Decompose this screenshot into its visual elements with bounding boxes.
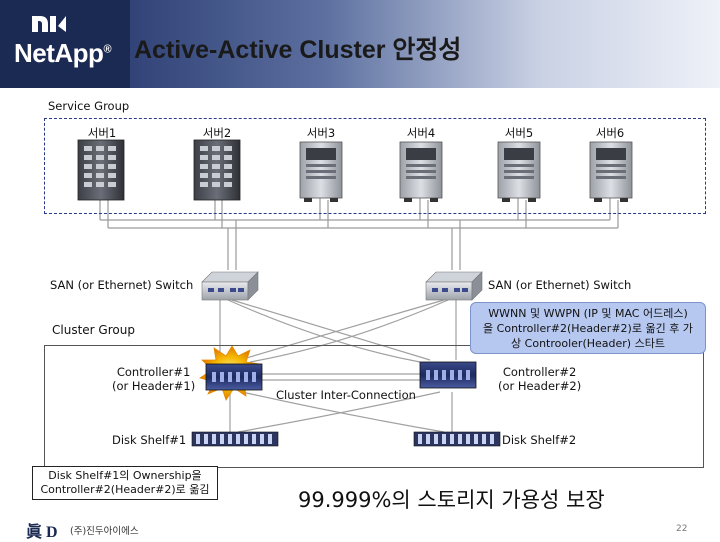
service-group-box	[44, 118, 706, 214]
page-number: 22	[676, 524, 688, 534]
server-5-label: 서버5	[504, 126, 534, 140]
interconnect-label: Cluster Inter-Connection	[276, 388, 416, 402]
switch-port-icon	[208, 288, 244, 292]
controller-2-label: Controller#2 (or Header#2)	[498, 365, 582, 393]
server-6[interactable]	[589, 141, 633, 202]
header-banner: NetApp® Active-Active Cluster 안정성	[0, 0, 720, 88]
disk-shelf-2[interactable]	[413, 431, 501, 447]
cluster-group-label: Cluster Group	[52, 323, 135, 337]
server-3-label: 서버3	[306, 126, 336, 140]
disk-shelf-2-label: Disk Shelf#2	[502, 433, 577, 447]
server-2-label: 서버2	[202, 126, 232, 140]
server-3[interactable]	[299, 141, 343, 202]
server-5[interactable]	[497, 141, 541, 202]
cluster-group-box	[44, 345, 704, 468]
san-switch-left[interactable]	[201, 271, 259, 301]
disk-shelf-1[interactable]	[191, 431, 279, 447]
service-group-label: Service Group	[48, 99, 130, 113]
footer-company-name: (주)진두아이에스	[70, 526, 139, 537]
server-2[interactable]	[193, 139, 241, 201]
jindu-logo-icon	[6, 516, 24, 534]
wwnn-note-callout: WWNN 및 WWPN (IP 및 MAC 어드레스) 을 Controller…	[470, 302, 706, 354]
switch-left-label: SAN (or Ethernet) Switch	[50, 278, 194, 292]
server-4[interactable]	[399, 141, 443, 202]
logo-text: NetApp®	[14, 38, 112, 68]
availability-statement: 99.999%의 스토리지 가용성 보장	[298, 488, 605, 512]
netapp-logo: NetApp®	[0, 0, 130, 88]
page-title: Active-Active Cluster 안정성	[134, 36, 462, 64]
footer-logo: 眞 D	[26, 524, 58, 541]
server-1-label: 서버1	[87, 126, 117, 140]
server-4-label: 서버4	[406, 126, 436, 140]
server-6-label: 서버6	[595, 126, 625, 140]
controller-1-label: Controller#1 (or Header#1)	[112, 365, 196, 393]
san-switch-right[interactable]	[425, 271, 483, 301]
switch-controller-lines	[219, 299, 457, 363]
server-1[interactable]	[77, 139, 125, 201]
disk-shelf-1-label: Disk Shelf#1	[112, 433, 187, 447]
controller-shelf-lines	[229, 391, 453, 433]
controller-2[interactable]	[419, 361, 477, 389]
switch-right-label: SAN (or Ethernet) Switch	[488, 278, 632, 292]
controller-1[interactable]	[205, 363, 263, 391]
interconnect-line	[262, 373, 420, 381]
netapp-logo-icon	[32, 16, 66, 32]
ownership-note: Disk Shelf#1의 Ownership을 Controller#2(He…	[32, 466, 218, 500]
